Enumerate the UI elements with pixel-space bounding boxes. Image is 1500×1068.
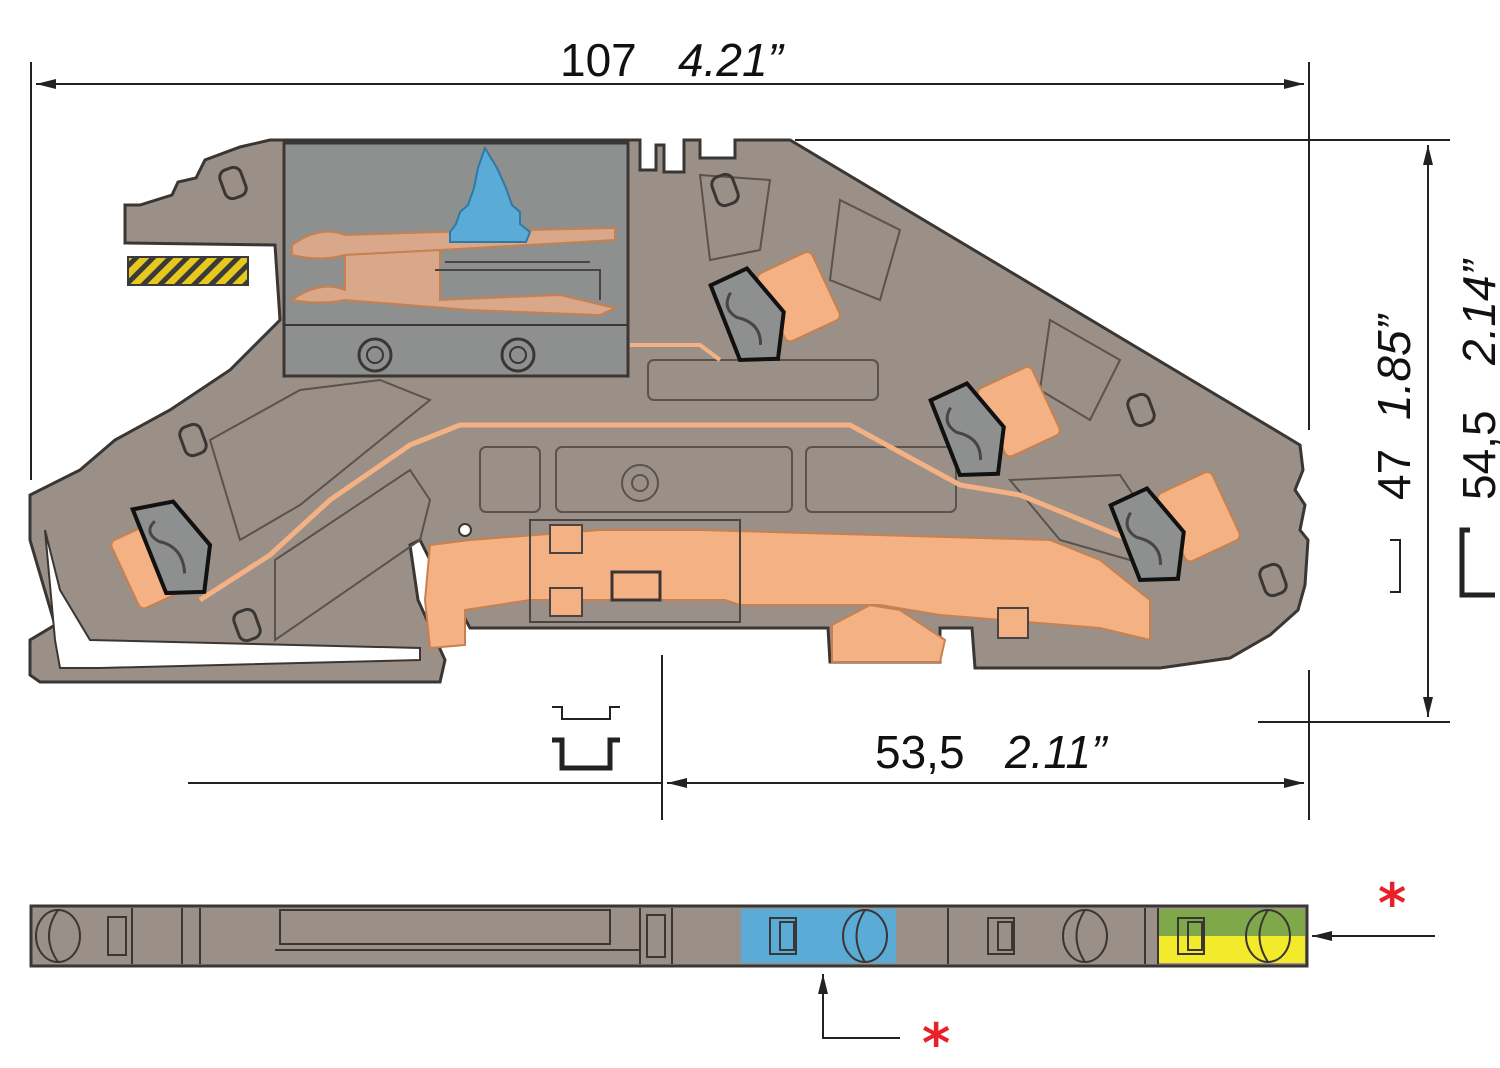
dim-height-small-inch: 1.85” bbox=[1368, 312, 1420, 420]
asterisk-icon: * bbox=[1378, 872, 1406, 935]
top-view-strip bbox=[29, 904, 1309, 968]
din-rail-icon bbox=[1390, 527, 1495, 598]
clamp-spring-icon bbox=[110, 499, 213, 610]
asterisk-icon: * bbox=[922, 1012, 950, 1068]
dim-height-small-mm: 47 bbox=[1368, 449, 1420, 500]
bus-bar-line bbox=[198, 422, 1162, 603]
dimension-lines bbox=[30, 62, 1450, 820]
dim-offset-inch: 2.11” bbox=[1004, 726, 1109, 778]
arrow-icon bbox=[818, 931, 1435, 1039]
dim-height-large-inch: 2.14” bbox=[1453, 257, 1500, 366]
marker-strip bbox=[127, 256, 249, 286]
dim-width-mm: 107 bbox=[560, 34, 637, 86]
test-plug-icon bbox=[449, 145, 532, 243]
rail-foot bbox=[423, 519, 1151, 663]
clamp-spring-icon bbox=[708, 251, 841, 363]
dim-height-large-mm: 54,5 bbox=[1453, 410, 1500, 500]
test-window bbox=[282, 141, 630, 378]
clamp-spring-icon bbox=[928, 366, 1061, 478]
dim-width-inch: 4.21” bbox=[678, 34, 786, 86]
clamp-spring-icon bbox=[1108, 471, 1241, 583]
dim-offset-mm: 53,5 bbox=[875, 726, 965, 778]
din-rail-icon bbox=[552, 706, 620, 771]
